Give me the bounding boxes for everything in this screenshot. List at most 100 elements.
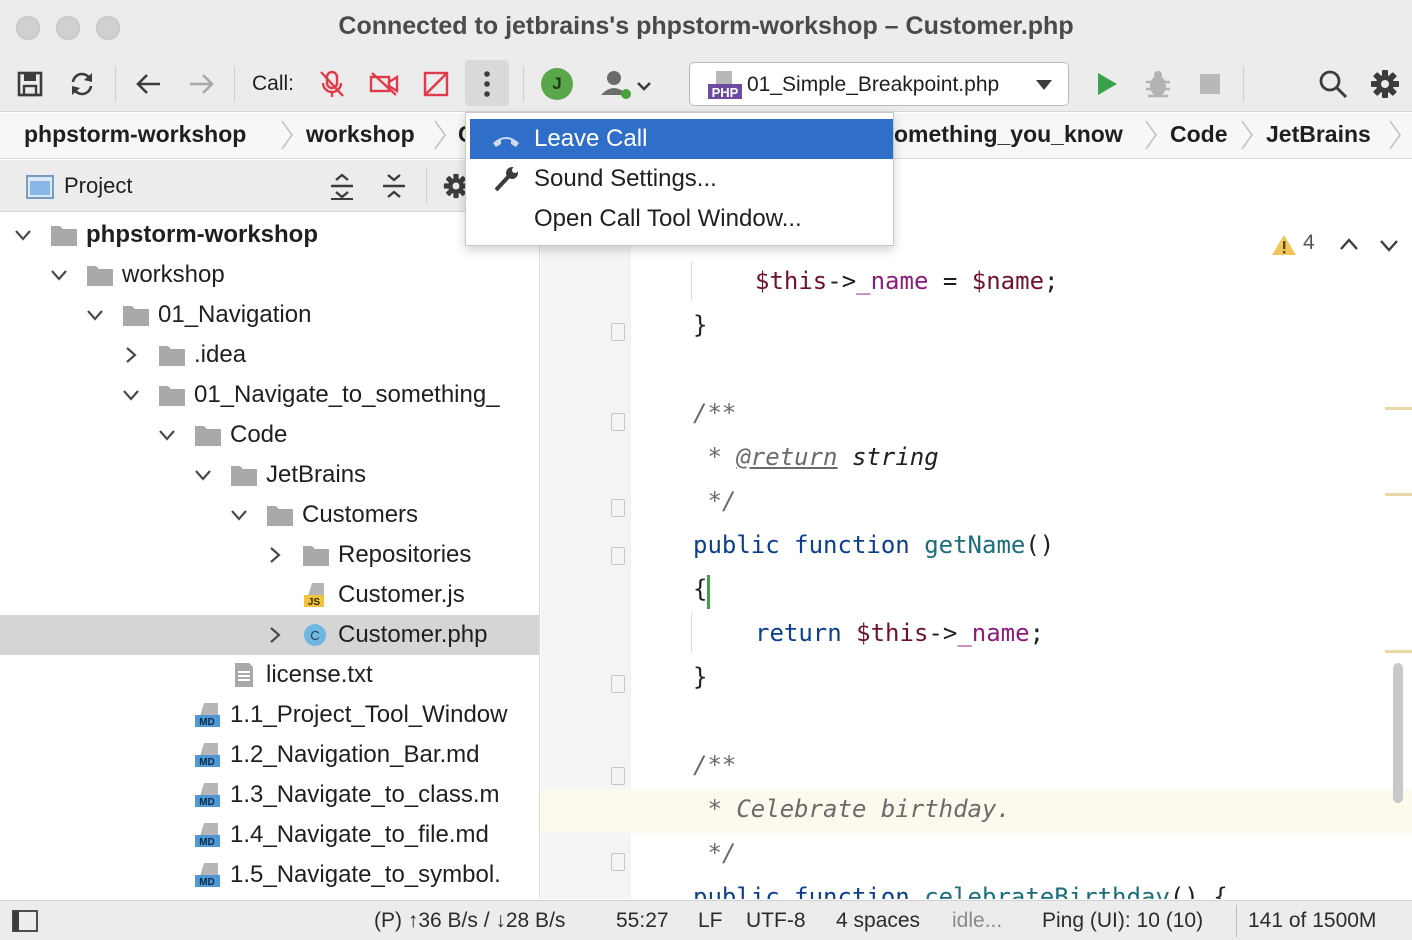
menu-item-leave-call[interactable]: Leave Call — [470, 119, 893, 159]
search-everywhere-button[interactable] — [1314, 56, 1352, 112]
user-permissions-dropdown[interactable] — [596, 56, 656, 112]
tree-item[interactable]: .idea — [0, 335, 539, 375]
tree-item[interactable]: Repositories — [0, 535, 539, 575]
fold-marker-icon[interactable] — [611, 323, 625, 341]
chevron-down-icon[interactable] — [86, 306, 104, 324]
expand-all-button[interactable] — [326, 160, 358, 212]
tree-item[interactable]: JetBrains — [0, 455, 539, 495]
code-line[interactable]: /** — [693, 399, 737, 427]
chevron-down-icon[interactable] — [50, 266, 68, 284]
debug-icon — [1146, 71, 1170, 98]
zoom-window-button[interactable] — [96, 16, 120, 40]
chevron-down-icon[interactable] — [122, 386, 140, 404]
synchronize-button[interactable] — [64, 56, 100, 112]
code-line[interactable]: } — [693, 663, 708, 691]
tree-item[interactable]: 01_Navigate_to_something_ — [0, 375, 539, 415]
close-window-button[interactable] — [16, 16, 40, 40]
breadcrumb-item[interactable]: workshop — [306, 121, 415, 147]
call-label: Call: — [252, 72, 295, 95]
file-encoding[interactable]: UTF-8 — [746, 909, 806, 932]
chevron-right-icon[interactable] — [122, 346, 140, 364]
breadcrumb-item[interactable]: JetBrains — [1266, 121, 1371, 147]
code-line[interactable]: return $this->_name; — [755, 619, 1045, 647]
run-configuration-selector[interactable]: PHP 01_Simple_Breakpoint.php — [689, 62, 1069, 106]
chevron-down-icon[interactable] — [230, 506, 248, 524]
tree-item[interactable]: Code — [0, 415, 539, 455]
fold-marker-icon[interactable] — [611, 767, 625, 785]
tree-item-label: 01_Navigate_to_something_ — [194, 381, 500, 408]
markdown-file-icon: MD — [194, 702, 222, 728]
navigate-forward-button[interactable] — [184, 56, 220, 112]
code-line[interactable]: } — [693, 311, 708, 339]
error-stripe-mark[interactable] — [1385, 650, 1412, 653]
svg-text:PHP: PHP — [712, 85, 739, 99]
error-stripe-mark[interactable] — [1385, 407, 1412, 410]
breadcrumb-item[interactable]: omething_you_know — [894, 121, 1123, 147]
tree-item[interactable]: license.txt — [0, 655, 539, 695]
line-separator[interactable]: LF — [698, 909, 723, 932]
fold-marker-icon[interactable] — [611, 413, 625, 431]
user-avatar[interactable]: J — [541, 68, 573, 100]
fold-marker-icon[interactable] — [611, 853, 625, 871]
run-button[interactable] — [1090, 56, 1124, 112]
project-panel-title[interactable]: Project — [64, 173, 133, 198]
toggle-screen-share-button[interactable] — [418, 56, 454, 112]
code-line[interactable]: * Celebrate birthday. — [693, 795, 1011, 823]
chevron-right-icon[interactable] — [266, 546, 284, 564]
call-more-options-button[interactable] — [465, 56, 509, 112]
menu-item-open-call-tool-window[interactable]: Open Call Tool Window... — [534, 205, 802, 232]
code-line[interactable]: public function celebrateBirthday() { — [693, 883, 1228, 899]
settings-button[interactable] — [1366, 56, 1404, 112]
breadcrumb-item[interactable]: phpstorm-workshop — [24, 121, 247, 147]
project-settings-button[interactable] — [440, 160, 472, 212]
collapse-all-button[interactable] — [378, 160, 410, 212]
tree-item[interactable]: phpstorm-workshop — [0, 215, 539, 255]
error-stripe-mark[interactable] — [1385, 493, 1412, 496]
editor-vertical-scrollbar[interactable] — [1393, 663, 1403, 803]
code-line[interactable]: */ — [693, 839, 737, 867]
code-line[interactable]: public function getName() — [693, 531, 1055, 559]
previous-highlight-icon[interactable] — [1339, 237, 1359, 251]
minimize-window-button[interactable] — [56, 16, 80, 40]
code-editor[interactable]: 4 { $this->_name = $name;} /** * @return s… — [541, 213, 1412, 899]
toggle-microphone-button[interactable] — [314, 56, 350, 112]
code-line[interactable]: { — [693, 575, 708, 603]
toggle-camera-button[interactable] — [366, 56, 402, 112]
tree-item[interactable]: 01_Navigation — [0, 295, 539, 335]
breadcrumb-item[interactable]: Code — [1170, 121, 1228, 147]
fold-marker-icon[interactable] — [611, 499, 625, 517]
stop-button[interactable] — [1192, 56, 1228, 112]
ping-status[interactable]: Ping (UI): 10 (10) — [1042, 909, 1204, 932]
code-line[interactable]: $this->_name = $name; — [755, 267, 1059, 295]
fold-marker-icon[interactable] — [611, 675, 625, 693]
tree-item[interactable]: workshop — [0, 255, 539, 295]
code-line[interactable]: /** — [693, 751, 737, 779]
chevron-down-icon[interactable] — [14, 226, 32, 244]
code-line[interactable]: */ — [693, 487, 737, 515]
save-button[interactable] — [12, 56, 48, 112]
caret-position[interactable]: 55:27 — [616, 909, 669, 932]
code-line[interactable]: * @return string — [693, 443, 939, 471]
inspections-widget[interactable]: 4 — [1255, 221, 1411, 265]
memory-indicator[interactable]: 141 of 1500M — [1248, 909, 1377, 932]
next-highlight-icon[interactable] — [1379, 239, 1399, 253]
menu-item-sound-settings[interactable]: Sound Settings... — [470, 159, 893, 199]
fold-marker-icon[interactable] — [611, 547, 625, 565]
navigate-back-button[interactable] — [130, 56, 166, 112]
tree-item[interactable]: Customers — [0, 495, 539, 535]
project-panel-header: Project — [0, 160, 540, 212]
chevron-down-icon[interactable] — [158, 426, 176, 444]
debug-button[interactable] — [1140, 56, 1176, 112]
chevron-right-icon[interactable] — [266, 626, 284, 644]
tool-windows-toggle-icon[interactable] — [12, 910, 38, 932]
chevron-down-icon[interactable] — [194, 466, 212, 484]
indent-setting[interactable]: 4 spaces — [836, 909, 921, 932]
